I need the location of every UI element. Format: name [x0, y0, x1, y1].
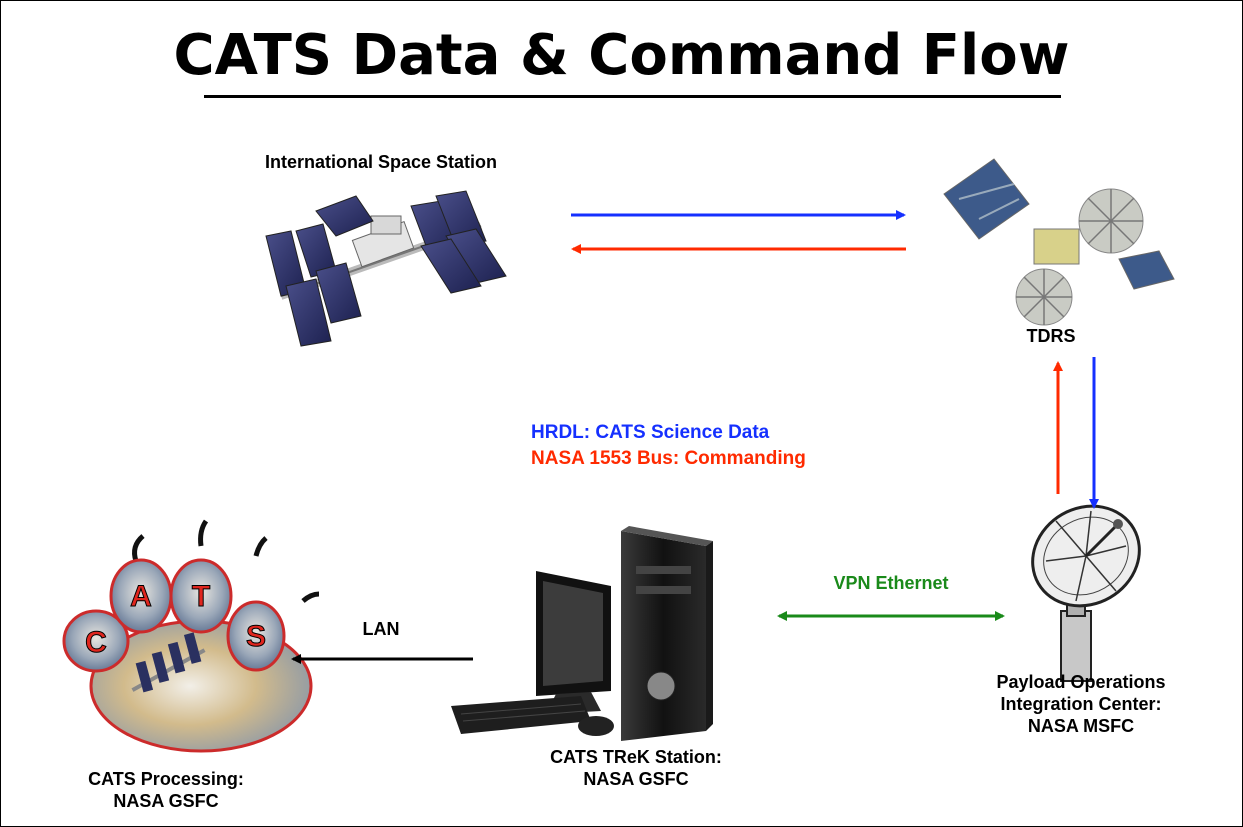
trek-label-line-2: NASA GSFC — [583, 769, 689, 789]
tdrs-label: TDRS — [1026, 326, 1076, 346]
trek-label-line-1: CATS TReK Station: — [550, 747, 722, 767]
poic-label-line-1: Payload Operations — [996, 672, 1166, 692]
poic-label-line-2: Integration Center: — [1000, 694, 1162, 714]
cats-paw-logo: C A T S — [62, 519, 320, 753]
processing-label: CATS Processing: NASA GSFC — [41, 768, 291, 812]
space-station-icon — [265, 190, 507, 347]
title-underline — [204, 95, 1061, 98]
processing-label-line-1: CATS Processing: — [88, 769, 244, 789]
logo-letter-c: C — [85, 626, 107, 659]
legend: HRDL: CATS Science Data NASA 1553 Bus: C… — [531, 420, 806, 472]
logo-letter-t: T — [192, 580, 210, 613]
desktop-computer-icon — [451, 526, 713, 741]
logo-letter-s: S — [246, 620, 266, 653]
lan-label: LAN — [362, 619, 400, 639]
satellite-dish-icon — [1031, 504, 1141, 682]
poic-label-line-3: NASA MSFC — [1027, 716, 1135, 736]
legend-data-text: HRDL: CATS Science Data — [531, 422, 770, 443]
legend-command-text: NASA 1553 Bus: Commanding — [531, 448, 806, 469]
processing-label-line-2: NASA GSFC — [113, 791, 219, 811]
trek-label: CATS TReK Station: NASA GSFC — [491, 746, 781, 790]
page-title: CATS Data & Command Flow — [173, 23, 1070, 88]
logo-letter-a: A — [130, 580, 152, 613]
vpn-ethernet-label: VPN Ethernet — [833, 573, 949, 593]
satellite-icon — [943, 158, 1175, 326]
iss-label: International Space Station — [264, 152, 498, 172]
poic-label: Payload Operations Integration Center: N… — [926, 671, 1236, 737]
